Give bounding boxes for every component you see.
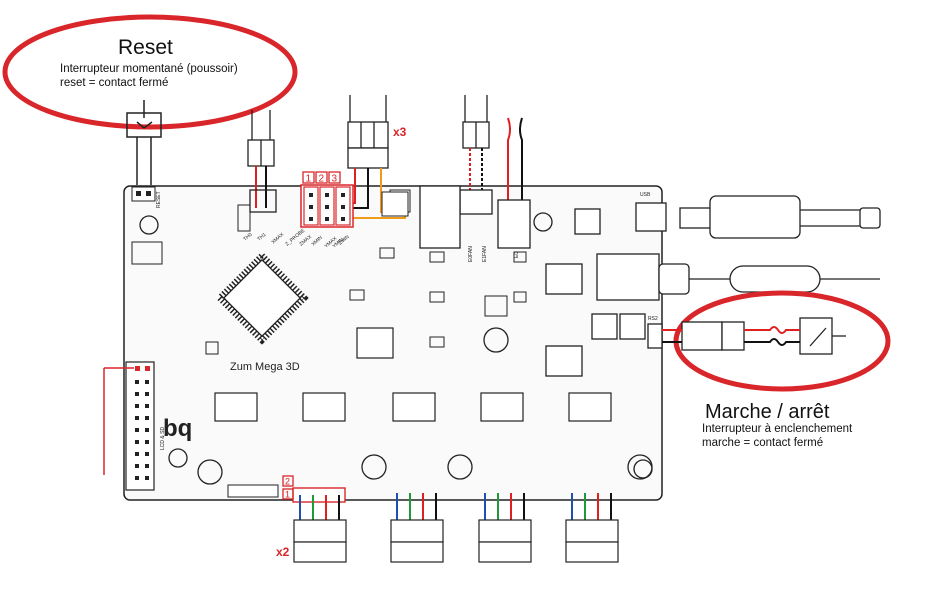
power-cable — [658, 263, 880, 295]
small-pads — [131, 189, 527, 355]
fan-connectors — [419, 95, 531, 249]
motor-pin-number-1: 1 — [285, 490, 290, 500]
silk-rs: RS2 — [648, 316, 658, 322]
power-switch — [647, 317, 846, 355]
endstop-number-3: 3 — [332, 174, 338, 185]
power-components — [545, 208, 660, 377]
reset-callout-ellipse — [2, 14, 298, 130]
power-desc-line1: Interrupteur à enclenchement — [702, 423, 853, 435]
callout-x2: x2 — [276, 545, 290, 559]
motor-connector-4 — [565, 493, 619, 563]
lcd-sd-header — [103, 361, 155, 491]
silk-usb: USB — [640, 192, 651, 198]
silk-th0: TH0 — [242, 232, 253, 243]
capacitors — [197, 327, 653, 485]
reset-title: Reset — [118, 36, 173, 59]
endstop-number-1: 1 — [306, 174, 312, 185]
silk-e1fan: E1FAN — [482, 246, 488, 262]
motor-connector-2 — [390, 493, 444, 563]
usb-cable — [635, 195, 881, 239]
callout-x3: x3 — [393, 125, 407, 139]
reset-desc-line2: reset = contact fermé — [60, 77, 168, 89]
board-model-name: Zum Mega 3D — [230, 361, 300, 373]
motor-pin-number-2: 2 — [285, 477, 290, 487]
thermistor-connector — [247, 110, 277, 213]
motor-connector-1 — [282, 475, 347, 563]
silk-e0fan: E0FAN — [468, 246, 474, 262]
power-desc-line2: marche = contact fermé — [702, 437, 823, 449]
motor-connectors — [227, 475, 619, 563]
silk-e0: E0 — [514, 252, 520, 258]
silk-th1: TH1 — [256, 232, 267, 243]
power-switch-wires — [662, 326, 800, 346]
silk-lcd-sd: LCD & SD — [160, 427, 166, 450]
reset-pushbutton — [126, 100, 162, 185]
motor-connector-3 — [478, 493, 532, 563]
reset-desc-line1: Interrupteur momentané (poussoir) — [60, 63, 238, 75]
endstop-number-2: 2 — [319, 174, 325, 185]
stepper-drivers — [214, 327, 612, 422]
silk-reset: RESET — [156, 191, 162, 208]
endstop-header — [300, 171, 409, 228]
board-brand-logo: bq — [163, 415, 192, 442]
mcu-chip — [215, 251, 309, 345]
power-title: Marche / arrêt — [705, 401, 830, 423]
endstop-connectors — [347, 95, 389, 169]
